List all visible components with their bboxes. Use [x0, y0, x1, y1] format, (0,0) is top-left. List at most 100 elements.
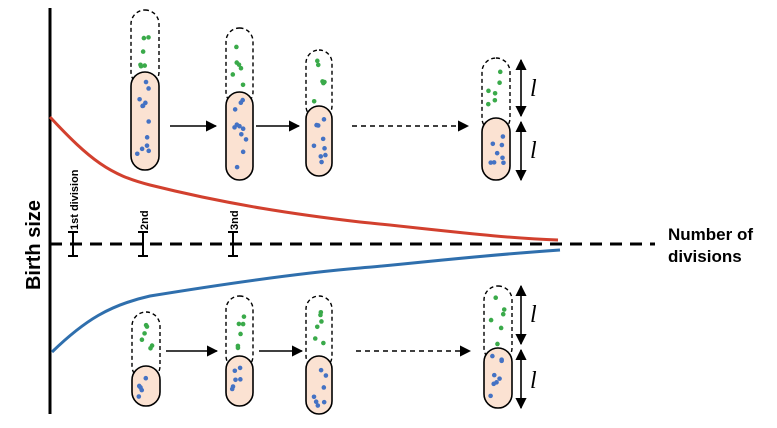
old-dot-top-1	[140, 103, 146, 109]
new-dot-bottom-2	[240, 321, 246, 327]
new-dot-top-2	[240, 82, 246, 88]
cell-old-part-top-4	[481, 117, 511, 181]
old-dot-bottom-3	[323, 373, 329, 378]
old-dot-bottom-2	[238, 377, 243, 382]
old-dot-top-3	[321, 117, 327, 122]
old-dot-top-1	[146, 86, 151, 91]
old-dot-top-1	[137, 96, 142, 102]
old-dot-top-4	[491, 160, 497, 165]
new-dot-top-4	[497, 80, 502, 86]
new-dot-bottom-4	[500, 311, 506, 317]
cell-illustrations	[130, 9, 513, 415]
old-dot-bottom-4	[491, 381, 496, 387]
old-dot-bottom-1	[143, 375, 149, 381]
new-dot-top-4	[486, 88, 491, 94]
old-dot-top-4	[499, 142, 505, 148]
old-dot-bottom-1	[136, 394, 142, 399]
new-dot-bottom-4	[495, 341, 500, 347]
old-dot-bottom-4	[499, 358, 504, 364]
old-dot-bottom-4	[497, 376, 502, 381]
old-dot-top-3	[314, 122, 319, 128]
cell-old-part-bottom-1	[131, 365, 161, 407]
lower-birth-size-curve	[50, 248, 561, 354]
old-dot-bottom-3	[313, 399, 319, 405]
length-label-bottom-lower: l	[530, 368, 537, 394]
new-dot-top-1	[141, 35, 147, 41]
old-dot-top-2	[232, 107, 238, 112]
new-dot-top-2	[230, 72, 236, 77]
new-dot-bottom-3	[321, 340, 326, 346]
old-dot-top-2	[240, 97, 245, 103]
new-dot-top-2	[236, 62, 242, 67]
old-dot-top-4	[494, 150, 500, 156]
old-dot-top-3	[322, 146, 327, 151]
new-dot-top-1	[138, 63, 144, 69]
new-dot-top-2	[234, 44, 239, 50]
old-dot-top-1	[143, 79, 149, 85]
old-dot-top-3	[319, 159, 324, 165]
new-dot-bottom-4	[501, 307, 507, 312]
old-dot-bottom-3	[318, 367, 324, 373]
old-dot-bottom-4	[491, 372, 497, 378]
new-dot-top-3	[315, 58, 320, 64]
tick-label-2nd: 2nd	[139, 210, 151, 230]
old-dot-bottom-2	[237, 365, 243, 371]
new-dot-top-3	[320, 79, 325, 84]
cell-old-part-top-3	[305, 105, 333, 177]
old-dot-top-2	[237, 123, 242, 129]
length-label-top-upper: l	[530, 76, 537, 102]
new-dot-top-3	[311, 98, 317, 104]
old-dot-top-3	[311, 143, 317, 149]
new-dot-bottom-3	[318, 312, 323, 318]
old-dot-top-1	[146, 119, 151, 124]
new-dot-bottom-3	[312, 336, 318, 341]
old-dot-top-2	[240, 126, 246, 132]
length-label-bottom-upper: l	[530, 302, 537, 328]
new-dot-top-4	[492, 97, 498, 103]
new-dot-bottom-1	[148, 345, 153, 351]
old-dot-bottom-4	[488, 393, 493, 399]
old-dot-top-4	[501, 160, 506, 166]
new-dot-top-4	[492, 90, 498, 96]
old-dot-top-4	[500, 155, 505, 161]
old-dot-top-3	[320, 136, 326, 142]
old-dot-bottom-3	[321, 385, 327, 390]
new-dot-top-4	[497, 69, 503, 75]
upper-birth-size-curve	[48, 115, 559, 242]
new-dot-bottom-1	[143, 322, 149, 328]
new-dot-top-1	[140, 49, 146, 54]
tick-label-1st: 1st division	[69, 169, 81, 230]
new-dot-bottom-3	[319, 319, 324, 324]
old-dot-bottom-4	[490, 353, 495, 359]
old-dot-bottom-2	[232, 368, 238, 374]
old-dot-bottom-2	[230, 384, 236, 389]
old-dot-bottom-3	[321, 399, 327, 405]
new-dot-top-4	[485, 101, 491, 107]
old-dot-bottom-3	[315, 403, 321, 408]
old-dot-top-1	[146, 148, 152, 154]
x-axis-label-line2: divisions	[668, 247, 742, 266]
old-dot-top-1	[144, 143, 150, 148]
new-dot-bottom-4	[493, 295, 499, 300]
old-dot-top-2	[232, 125, 237, 130]
division-ticks	[68, 231, 238, 257]
old-dot-top-2	[243, 137, 249, 142]
old-dot-top-2	[234, 164, 240, 170]
new-dot-top-3	[315, 62, 321, 68]
old-dot-top-1	[144, 135, 150, 140]
new-dot-bottom-4	[488, 317, 494, 323]
old-dot-bottom-2	[233, 377, 238, 383]
stage-arrows	[166, 120, 472, 357]
old-dot-bottom-1	[138, 385, 143, 390]
old-dot-top-1	[139, 146, 145, 152]
old-dot-top-4	[490, 141, 496, 147]
x-axis-label-line1: Number of	[668, 225, 753, 244]
old-dot-top-3	[318, 154, 324, 159]
cell-old-part-top-2	[225, 91, 254, 181]
old-dot-top-2	[239, 132, 244, 137]
new-dot-bottom-4	[498, 325, 504, 331]
length-label-top-lower: l	[530, 138, 537, 164]
cell-old-part-bottom-3	[305, 355, 333, 415]
y-axis-label: Birth size	[23, 200, 45, 290]
